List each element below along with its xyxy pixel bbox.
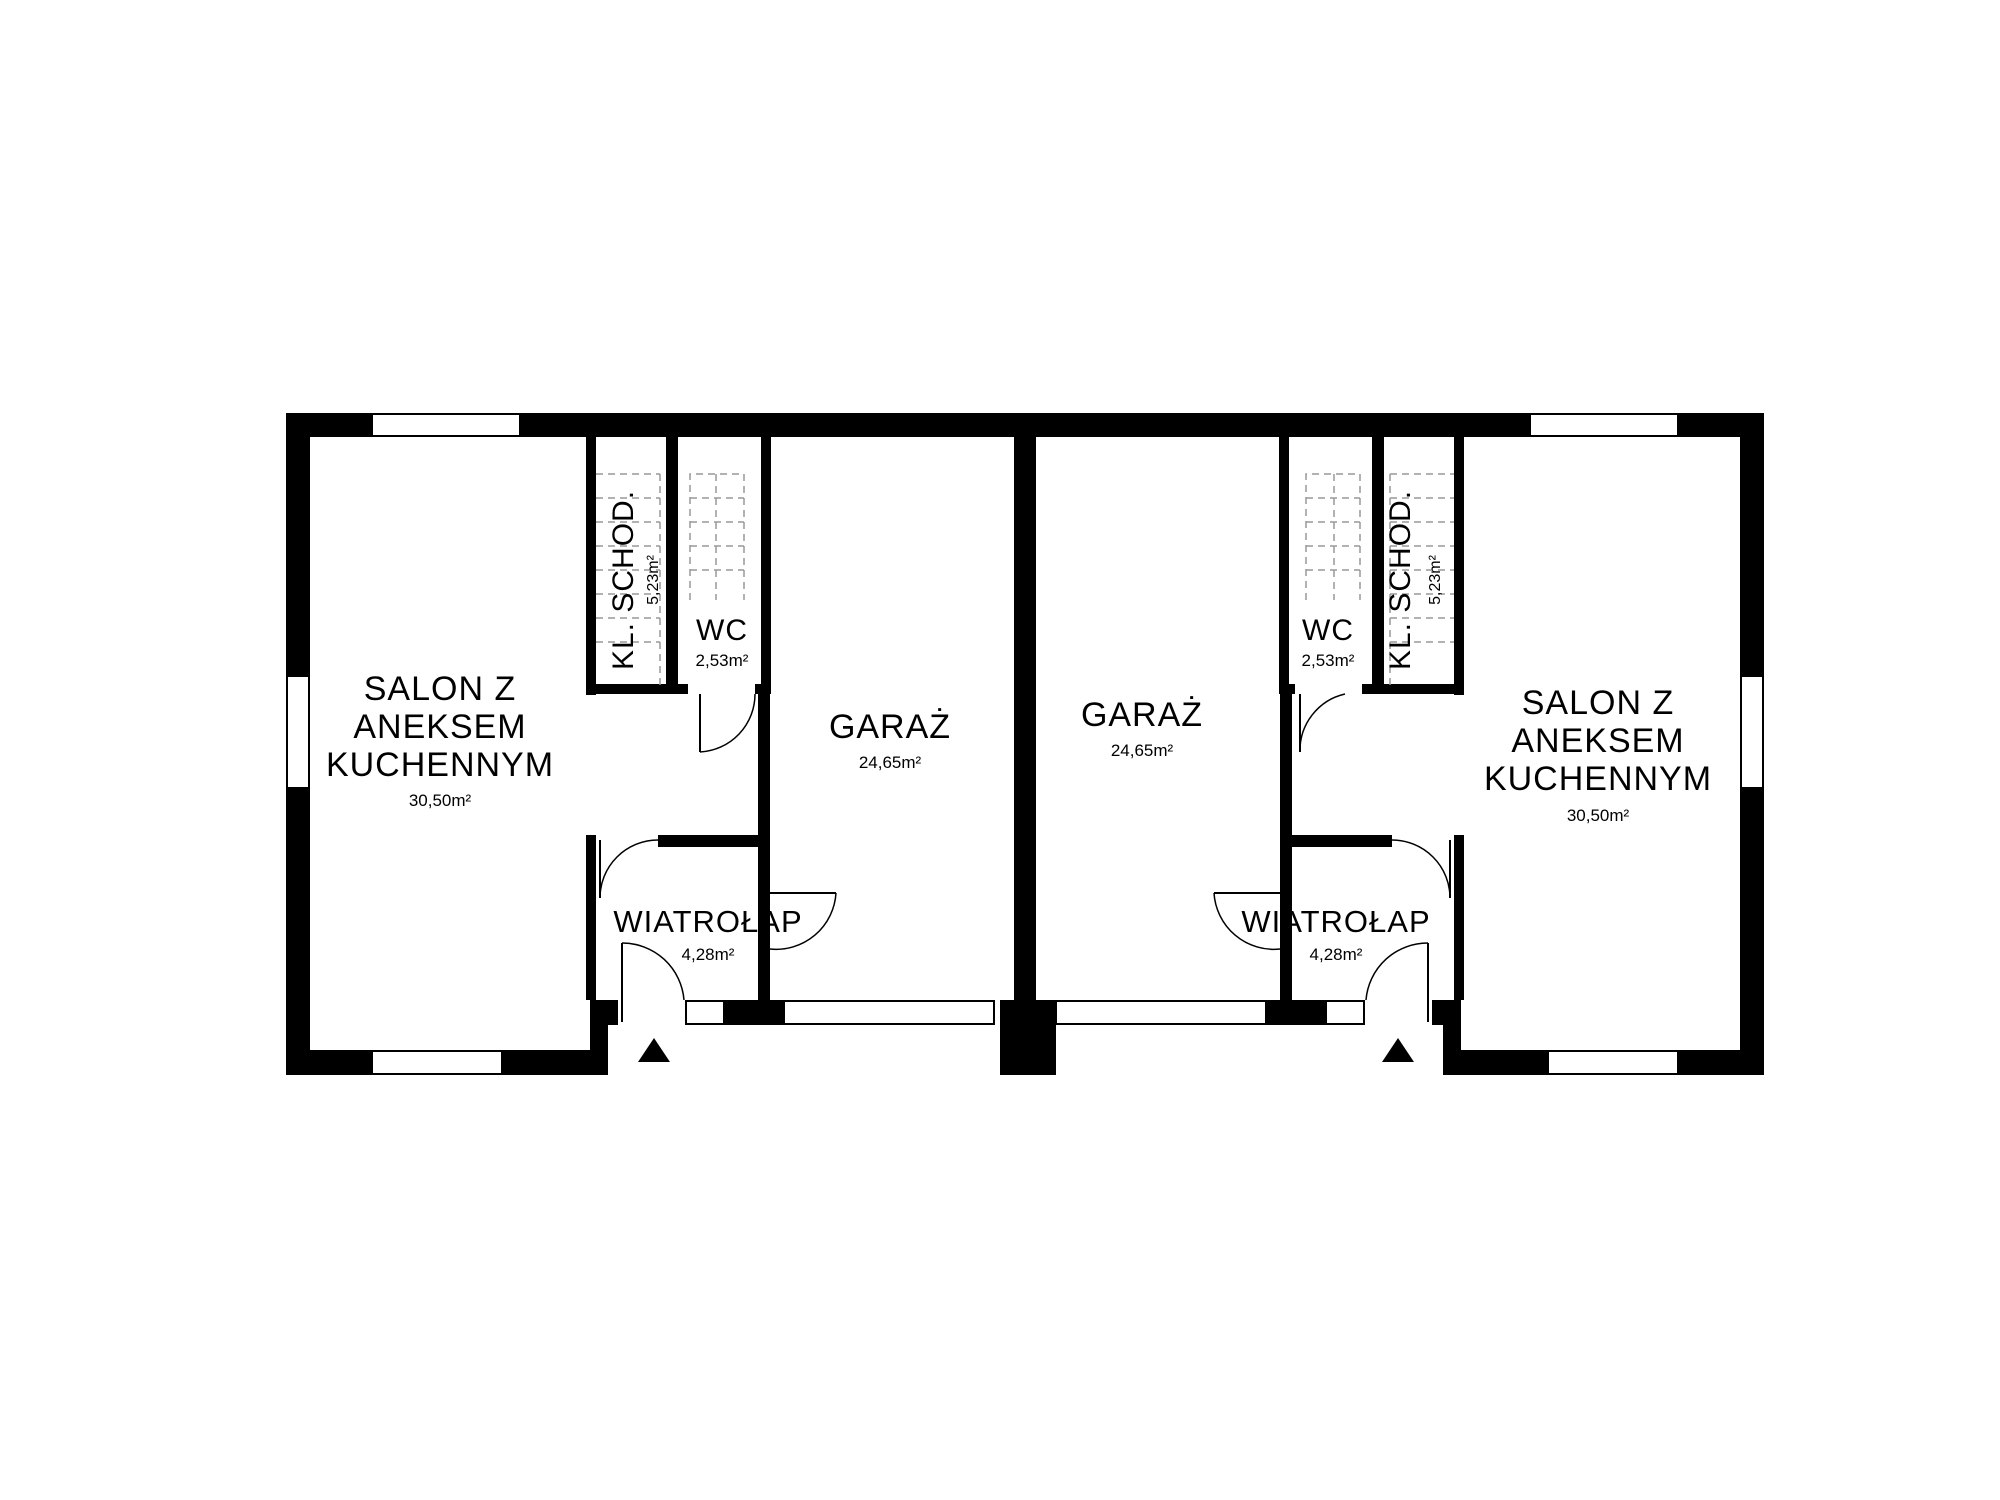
salon-right-line-3: KUCHENNYM	[1484, 760, 1712, 798]
stairs-right-area: 5,23m²	[1427, 554, 1444, 604]
stairs-left	[596, 473, 745, 690]
window-bottom-right	[1547, 1050, 1679, 1075]
window-bottom-left	[371, 1050, 503, 1075]
window-vestibule-right	[1325, 1000, 1365, 1025]
garage-left-area: 24,65m²	[859, 753, 922, 772]
window-vestibule-left	[685, 1000, 725, 1025]
vestibule-left-area: 4,28m²	[682, 945, 735, 964]
stairs-left-label: KL. SCHOD.	[607, 490, 640, 670]
garage-right-label: GARAŻ	[1081, 696, 1203, 734]
salon-right-line-1: SALON Z	[1522, 684, 1674, 722]
stairs-left-area: 5,23m²	[645, 554, 662, 604]
garage-left-label: GARAŻ	[829, 708, 951, 746]
wc-right-area: 2,53m²	[1302, 651, 1355, 670]
window-left	[286, 675, 310, 789]
doors-left	[599, 693, 837, 1022]
wc-right-label: WC	[1302, 614, 1354, 647]
window-right	[1740, 675, 1764, 789]
window-top-left	[371, 413, 521, 437]
window-top-right	[1529, 413, 1679, 437]
garage-right-area: 24,65m²	[1111, 741, 1174, 760]
interior-walls	[586, 437, 1464, 1000]
salon-right-area: 30,50m²	[1567, 806, 1630, 825]
salon-left-line-2: ANEKSEM	[353, 708, 526, 746]
garage-door-left	[783, 1000, 995, 1025]
entrance-right-triangle-icon	[1382, 1038, 1414, 1062]
vestibule-right-area: 4,28m²	[1310, 945, 1363, 964]
vestibule-right-label: WIATROŁAP	[1241, 904, 1430, 939]
wc-left-label: WC	[696, 614, 748, 647]
salon-left-line-1: SALON Z	[364, 670, 516, 708]
wc-left-area: 2,53m²	[696, 651, 749, 670]
stairs-right	[1305, 473, 1454, 690]
windows	[286, 413, 1764, 1075]
salon-right-line-2: ANEKSEM	[1511, 722, 1684, 760]
salon-left-line-3: KUCHENNYM	[326, 746, 554, 784]
vestibule-left-label: WIATROŁAP	[613, 904, 802, 939]
doors-right	[1213, 693, 1451, 1022]
salon-left-area: 30,50m²	[409, 791, 472, 810]
garage-door-right	[1055, 1000, 1267, 1025]
stairs-right-label: KL. SCHOD.	[1384, 490, 1417, 670]
entrance-left-triangle-icon	[638, 1038, 670, 1062]
